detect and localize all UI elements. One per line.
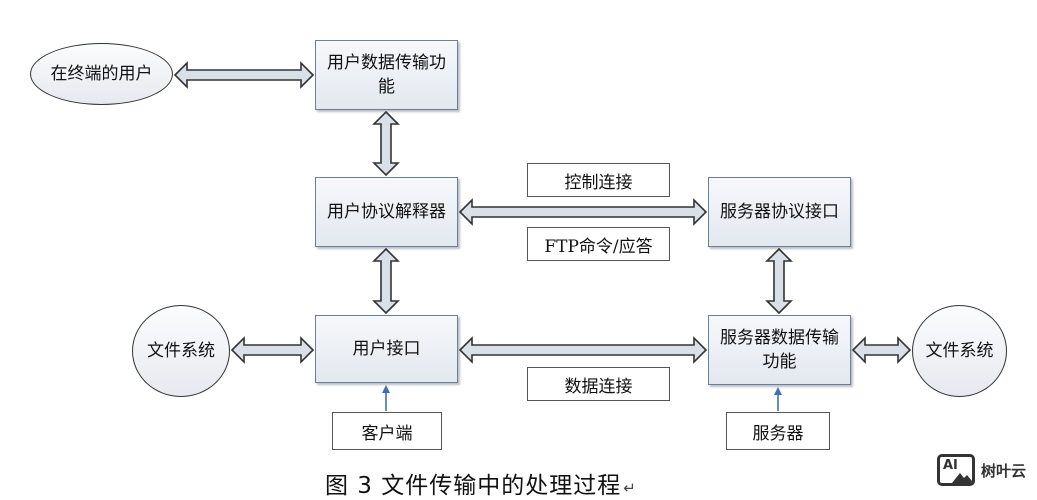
label-control-connection-text: 控制连接: [564, 172, 633, 193]
node-terminal-user-text: 在终端的用户: [50, 64, 153, 84]
arrow-interpreter-to-user-interface: [372, 247, 400, 315]
node-right-file-system: 文件系统: [912, 305, 1007, 397]
arrow-server-protocol-to-data-transfer: [765, 247, 793, 315]
node-server-data-transfer: 服务器数据传输功能: [708, 315, 851, 385]
label-data-connection: 数据连接: [527, 367, 670, 401]
arrow-right-file-system: [851, 336, 912, 364]
node-user-protocol-interpreter-text: 用户协议解释器: [327, 202, 446, 222]
watermark-logo-icon: AI: [937, 454, 975, 486]
node-server-protocol-interface-text: 服务器协议接口: [720, 202, 839, 222]
label-data-connection-text: 数据连接: [564, 376, 633, 397]
node-server: 服务器: [726, 412, 830, 450]
arrow-client-up: [382, 385, 390, 411]
node-client: 客户端: [332, 412, 442, 450]
node-left-file-system: 文件系统: [132, 305, 230, 397]
arrow-data-connection: [458, 336, 708, 364]
figure-caption-text: 图 3 文件传输中的处理过程: [325, 473, 622, 499]
node-user-interface-text: 用户接口: [352, 339, 421, 359]
arrow-user-data-transfer-to-interpreter: [372, 110, 400, 177]
node-user-data-transfer-text: 用户数据传输功能: [327, 53, 446, 97]
node-terminal-user: 在终端的用户: [30, 43, 173, 105]
arrow-control-connection: [458, 198, 708, 226]
label-control-connection: 控制连接: [527, 163, 670, 197]
mountain-icon: [952, 473, 972, 483]
watermark: AI 树叶云: [937, 454, 1026, 486]
return-mark: ↵: [623, 479, 637, 497]
label-ftp-command-reply-text: FTP命令/应答: [544, 236, 653, 257]
watermark-logo-text: AI: [943, 458, 958, 473]
node-right-file-system-text: 文件系统: [925, 341, 994, 361]
watermark-text: 树叶云: [981, 461, 1027, 480]
figure-caption: 图 3 文件传输中的处理过程↵: [325, 466, 637, 500]
arrow-left-file-system: [230, 336, 315, 364]
node-user-data-transfer: 用户数据传输功能: [315, 40, 458, 110]
arrow-terminal-to-user-data-transfer: [173, 61, 315, 89]
node-server-protocol-interface: 服务器协议接口: [708, 177, 851, 247]
node-user-protocol-interpreter: 用户协议解释器: [315, 177, 458, 247]
node-server-text: 服务器: [752, 423, 804, 444]
node-left-file-system-text: 文件系统: [147, 341, 215, 361]
node-server-data-transfer-text: 服务器数据传输功能: [720, 328, 839, 372]
arrow-server-up: [774, 387, 782, 411]
label-ftp-command-reply: FTP命令/应答: [527, 227, 670, 261]
node-user-interface: 用户接口: [315, 315, 458, 383]
node-client-text: 客户端: [361, 423, 413, 444]
